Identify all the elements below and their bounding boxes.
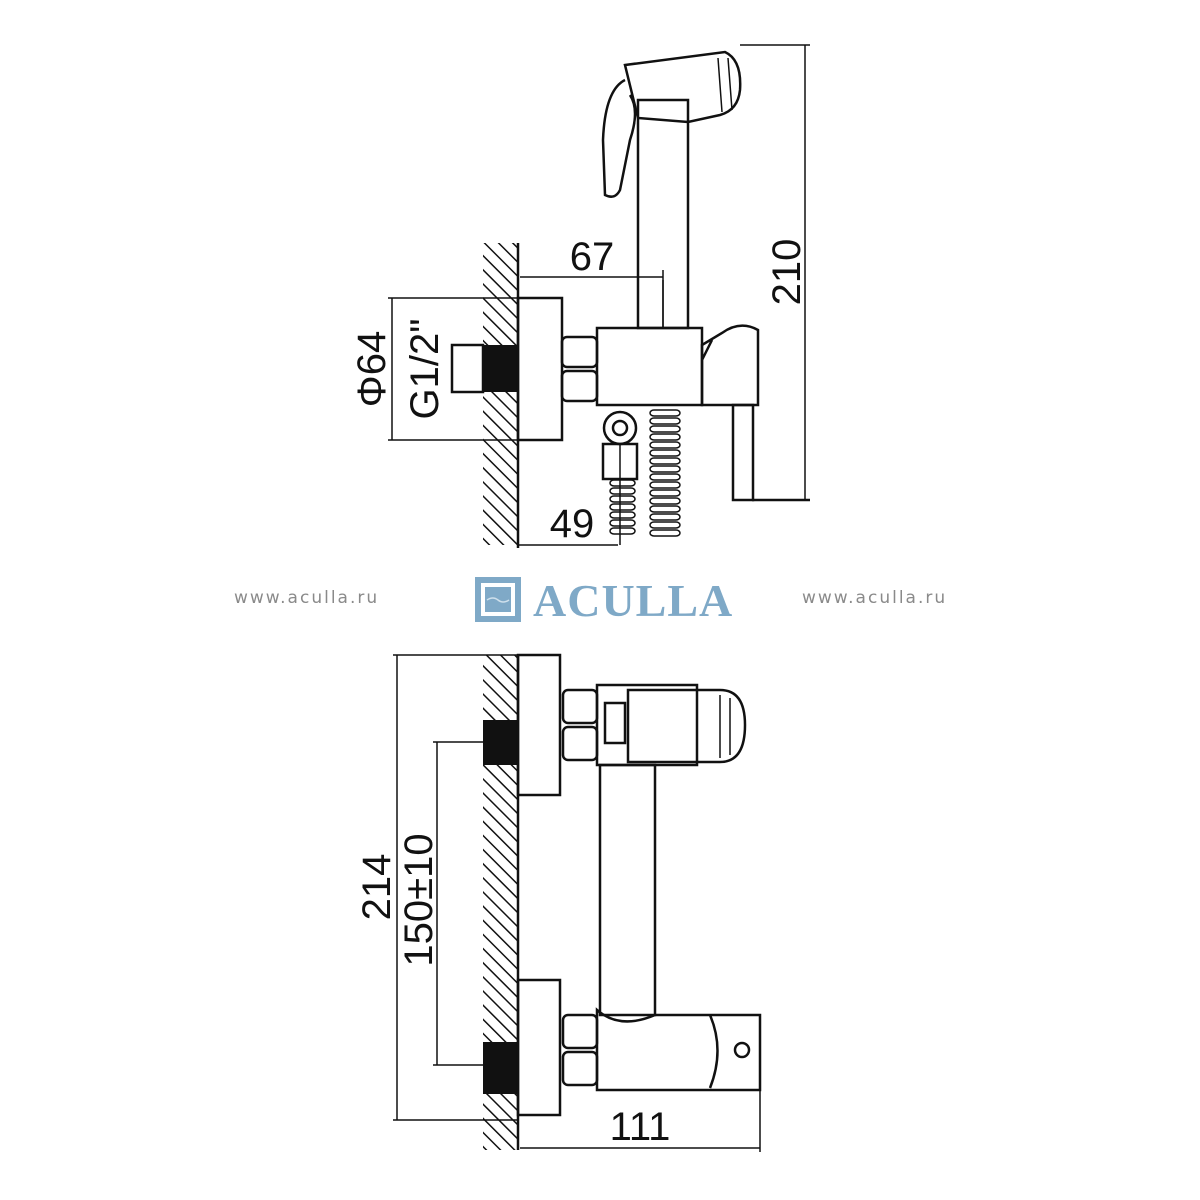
hose-ring	[609, 487, 636, 495]
dimension-phi64: Φ64 G1/2"	[350, 297, 518, 441]
wall-flange	[516, 296, 564, 442]
sprayer-trigger	[601, 78, 637, 198]
hose-ring	[649, 417, 681, 425]
hose-ring	[649, 473, 681, 481]
hose-ring	[649, 521, 681, 529]
sprayer-head-front	[626, 688, 747, 764]
hose-ring	[649, 481, 681, 489]
hose-ring	[649, 433, 681, 441]
hose-ring	[609, 503, 636, 511]
nut-lower	[560, 369, 599, 403]
dim-67-label: 67	[570, 235, 615, 279]
nut-upper	[560, 335, 599, 369]
flange-upper	[516, 653, 562, 797]
dimension-214: 214	[355, 654, 518, 1121]
front-view: 214 150±10 111	[355, 653, 762, 1152]
valve-body	[595, 326, 704, 407]
dim-214-label: 214	[355, 854, 399, 921]
dim-phi64-label: Φ64	[350, 331, 394, 407]
handle	[700, 324, 760, 407]
hose	[649, 409, 681, 537]
wall-inlet-lower	[483, 1042, 518, 1094]
valve-body-front	[595, 1007, 762, 1092]
dimension-67: 67	[520, 235, 664, 328]
dim-49-label: 49	[550, 502, 595, 546]
dimension-210: 210	[740, 44, 810, 500]
handle-knob	[733, 1041, 751, 1059]
hose-ring	[609, 527, 636, 535]
hose-ring	[609, 519, 636, 527]
hose-ring	[649, 409, 681, 417]
wall-hatch	[483, 243, 518, 545]
dimension-150: 150±10	[397, 741, 483, 1066]
flange-lower	[516, 978, 562, 1117]
website-url-left: www.aculla.ru	[234, 588, 380, 608]
dim-111-label: 111	[610, 1105, 671, 1149]
hose-ring	[649, 529, 681, 537]
website-url-right: www.aculla.ru	[802, 588, 948, 608]
dim-210-label: 210	[765, 239, 809, 306]
hose-connector	[601, 410, 639, 545]
hose-ring	[649, 465, 681, 473]
inlet-pipe	[450, 343, 485, 394]
hose-ring	[609, 495, 636, 503]
hose-ring	[609, 479, 636, 487]
hose-ring	[649, 489, 681, 497]
side-view: 67 210 Φ64 G1/2" 49	[350, 44, 810, 548]
hose-left	[609, 479, 636, 535]
dim-150-label: 150±10	[397, 833, 441, 966]
hose-ring	[609, 511, 636, 519]
brand-name: ACULLA	[533, 575, 734, 626]
dim-thread-label: G1/2"	[403, 319, 447, 420]
dimension-49: 49	[518, 502, 618, 546]
hose-ring	[649, 497, 681, 505]
hose-ring	[649, 457, 681, 465]
hose-ring	[649, 449, 681, 457]
hose-ring	[649, 425, 681, 433]
wall-inlet-block	[483, 345, 518, 392]
wall-inlet-upper	[483, 720, 518, 765]
holder-body	[595, 683, 699, 767]
hose-ring	[649, 441, 681, 449]
vertical-pipe	[598, 763, 657, 1017]
dimension-111: 111	[520, 1090, 761, 1152]
hose-ring	[649, 513, 681, 521]
hose-ring	[649, 505, 681, 513]
sprayer-head	[623, 50, 742, 124]
brand-logo-icon	[475, 577, 521, 622]
lever	[731, 403, 755, 502]
handle-front	[708, 1014, 719, 1089]
